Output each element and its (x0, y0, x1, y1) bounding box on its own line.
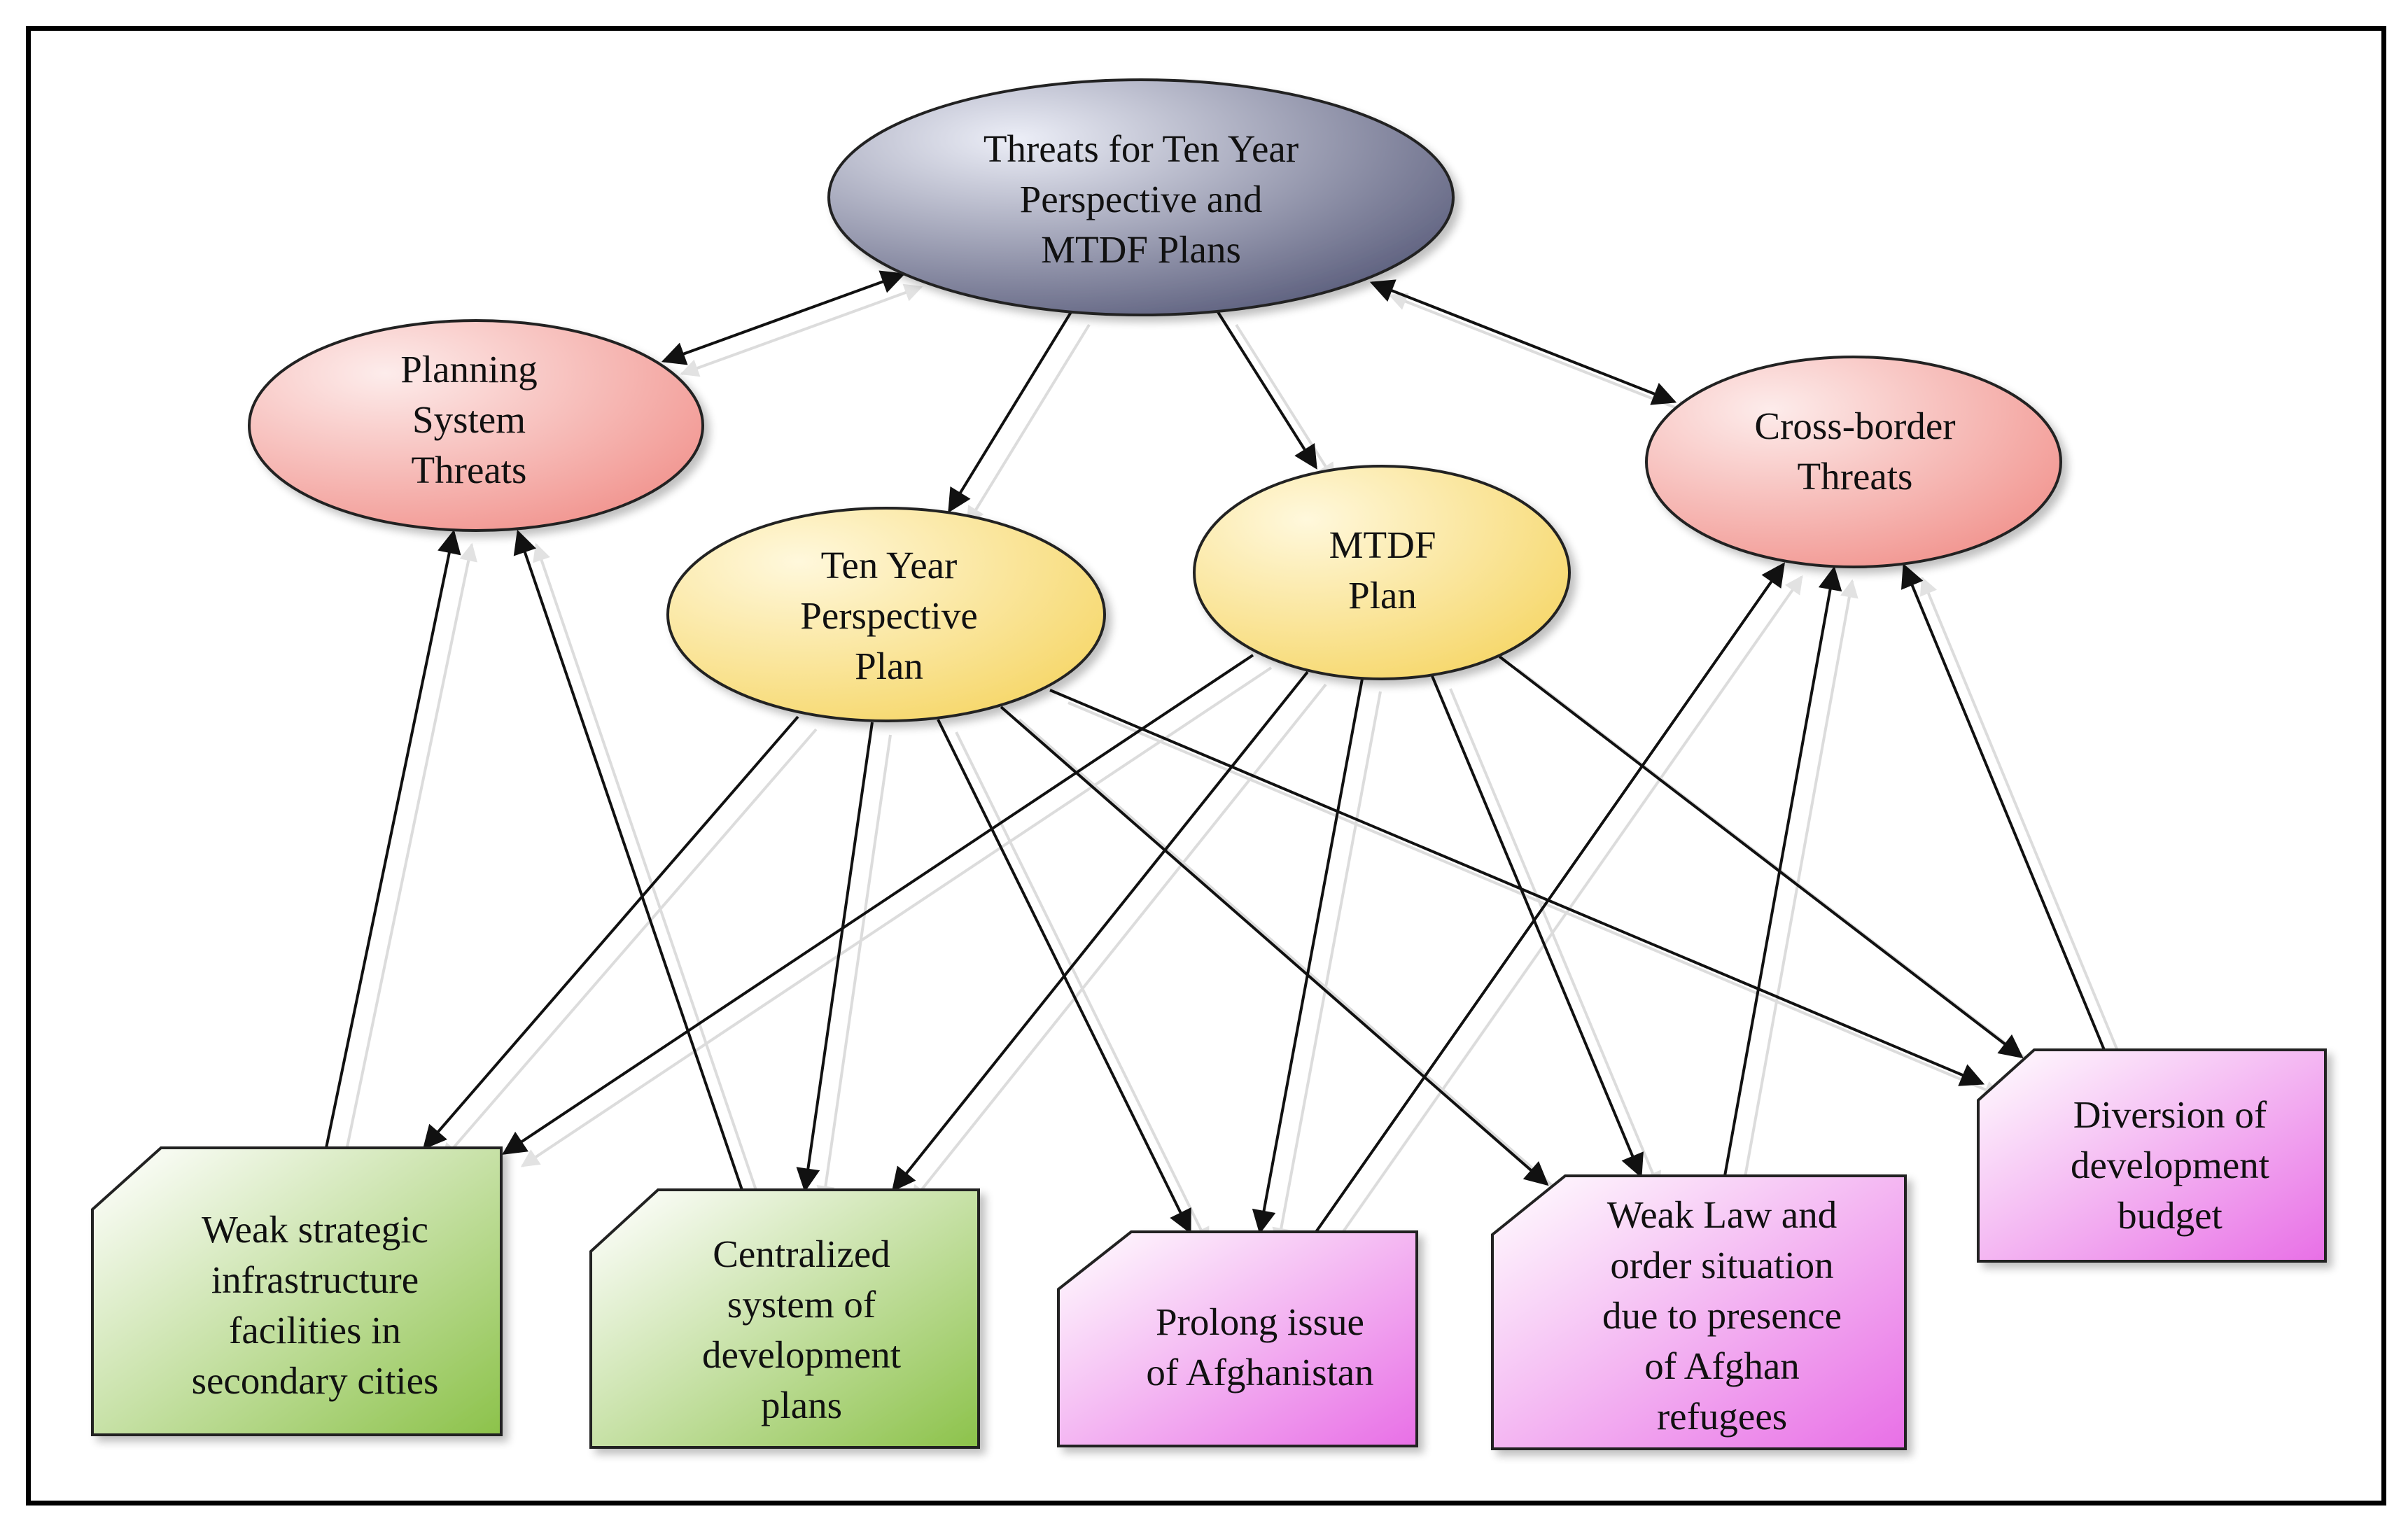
connector-tenyear-to-diversion (1049, 689, 1985, 1086)
connector-shadow-centralized-to-planning (533, 542, 762, 1203)
connector-shadow-mtdf-to-weak_infra (520, 666, 1273, 1167)
connector-shadow-tenyear-to-weak_infra (441, 728, 818, 1162)
connector-weak_infra-to-planning (325, 529, 461, 1149)
connector-root-to-tenyear (948, 311, 1072, 513)
connector-root-to-mtdf (1217, 311, 1317, 470)
node-shape-root (827, 78, 1455, 316)
connector-shadow-weak_infra-to-planning (343, 542, 477, 1161)
connector-diversion-to-crossborder (1900, 563, 2106, 1051)
connector-tenyear-to-centralized (796, 722, 874, 1193)
connector-afghanistan-to-crossborder (1315, 562, 1785, 1233)
connector-mtdf-to-weak_infra (502, 654, 1254, 1155)
connector-mtdf-to-centralized (891, 671, 1309, 1192)
connector-centralized-to-planning (513, 529, 743, 1191)
node-shape-diversion (1977, 1048, 2327, 1263)
node-layer (91, 78, 2327, 1450)
connector-shadow-tenyear-to-centralized (816, 734, 892, 1205)
connector-mtdf-to-diversion (1498, 655, 2024, 1059)
connector-layer (325, 270, 2106, 1235)
node-shape-centralized (589, 1188, 980, 1449)
connector-law_order-to-crossborder (1723, 566, 1842, 1177)
connector-shadow-mtdf-to-afghanistan (1272, 691, 1382, 1247)
connector-tenyear-to-weak_infra (422, 715, 799, 1150)
node-shape-law-order (1491, 1174, 1907, 1450)
connector-shadow-mtdf-to-law_order (1449, 688, 1661, 1191)
node-shape-afghanistan (1057, 1230, 1418, 1447)
connector-shadow-diversion-to-crossborder (1919, 576, 2124, 1063)
connector-shadow-afghanistan-to-crossborder (1333, 575, 1803, 1246)
connector-root-to-planning (661, 270, 906, 365)
connector-shadow-mtdf-to-centralized (910, 683, 1327, 1205)
node-shape-weak-infra (91, 1146, 503, 1436)
connector-root-to-crossborder (1369, 279, 1677, 405)
node-shape-planning (248, 319, 704, 532)
connector-shadow-tenyear-to-law_order (1018, 718, 1567, 1198)
connector-mtdf-to-afghanistan (1252, 678, 1364, 1235)
connector-shadow-root-to-planning (680, 283, 923, 377)
node-shape-mtdf (1193, 465, 1571, 680)
connector-tenyear-to-law_order (1000, 706, 1549, 1186)
connector-shadow-root-to-tenyear (966, 323, 1091, 526)
node-shape-tenyear (666, 507, 1106, 722)
node-shape-crossborder (1645, 356, 2062, 568)
connector-shadow-root-to-crossborder (1388, 293, 1695, 417)
connector-shadow-root-to-mtdf (1235, 323, 1336, 482)
connector-mtdf-to-law_order (1431, 675, 1644, 1179)
connector-shadow-tenyear-to-diversion (1068, 701, 2003, 1098)
